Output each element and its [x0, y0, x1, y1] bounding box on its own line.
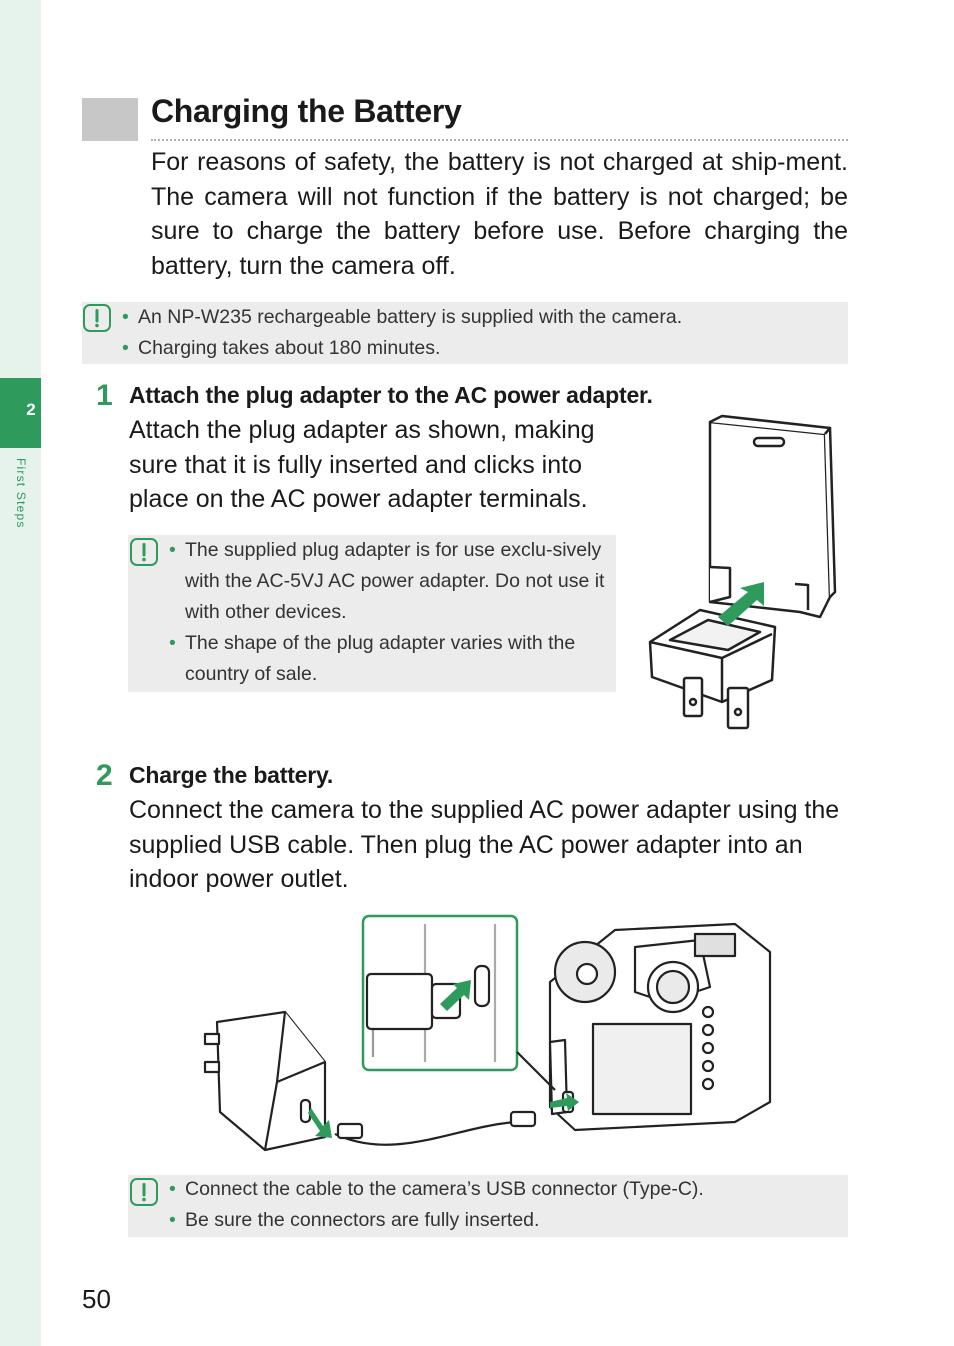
caution-icon: [83, 304, 111, 332]
note-item: Be sure the connectors are fully inserte…: [169, 1205, 845, 1236]
insert-arrow-icon: [718, 582, 764, 626]
note-list: Connect the cable to the camera’s USB co…: [169, 1174, 845, 1236]
title-divider: [151, 139, 848, 141]
insert-arrow-icon: [550, 1093, 579, 1111]
step-text: Attach the plug adapter as shown, making…: [129, 416, 595, 513]
step-text: Connect the camera to the supplied AC po…: [129, 796, 840, 893]
note-list: The supplied plug adapter is for use exc…: [169, 535, 613, 690]
step-number: 2: [96, 759, 113, 792]
note-item: The shape of the plug adapter varies wit…: [169, 628, 613, 690]
note-item: The supplied plug adapter is for use exc…: [169, 535, 613, 628]
page-number: 50: [82, 1284, 111, 1314]
plug-adapter-illustration: [648, 414, 837, 730]
title-marker: [82, 98, 138, 141]
step-heading: Attach the plug adapter to the AC power …: [129, 382, 653, 408]
caution-icon: [130, 1178, 158, 1206]
chapter-sidebar: [0, 0, 41, 1346]
chapter-name: First Steps: [14, 458, 28, 529]
chapter-number: 2: [26, 400, 36, 419]
insert-arrow-icon: [440, 980, 471, 1011]
charging-connection-illustration: [203, 914, 772, 1152]
page-title: Charging the Battery: [151, 93, 462, 129]
intro-paragraph: For reasons of safety, the battery is no…: [151, 148, 848, 280]
note-item: Connect the cable to the camera’s USB co…: [169, 1174, 845, 1205]
caution-icon: [130, 538, 158, 566]
step-heading: Charge the battery.: [129, 762, 334, 788]
insert-arrow-icon: [308, 1108, 332, 1138]
note-item: An NP-W235 rechargeable battery is suppl…: [122, 302, 838, 333]
note-item: Charging takes about 180 minutes.: [122, 333, 838, 364]
chapter-tab: [0, 378, 41, 448]
step-number: 1: [96, 379, 113, 412]
note-list: An NP-W235 rechargeable battery is suppl…: [122, 302, 838, 364]
